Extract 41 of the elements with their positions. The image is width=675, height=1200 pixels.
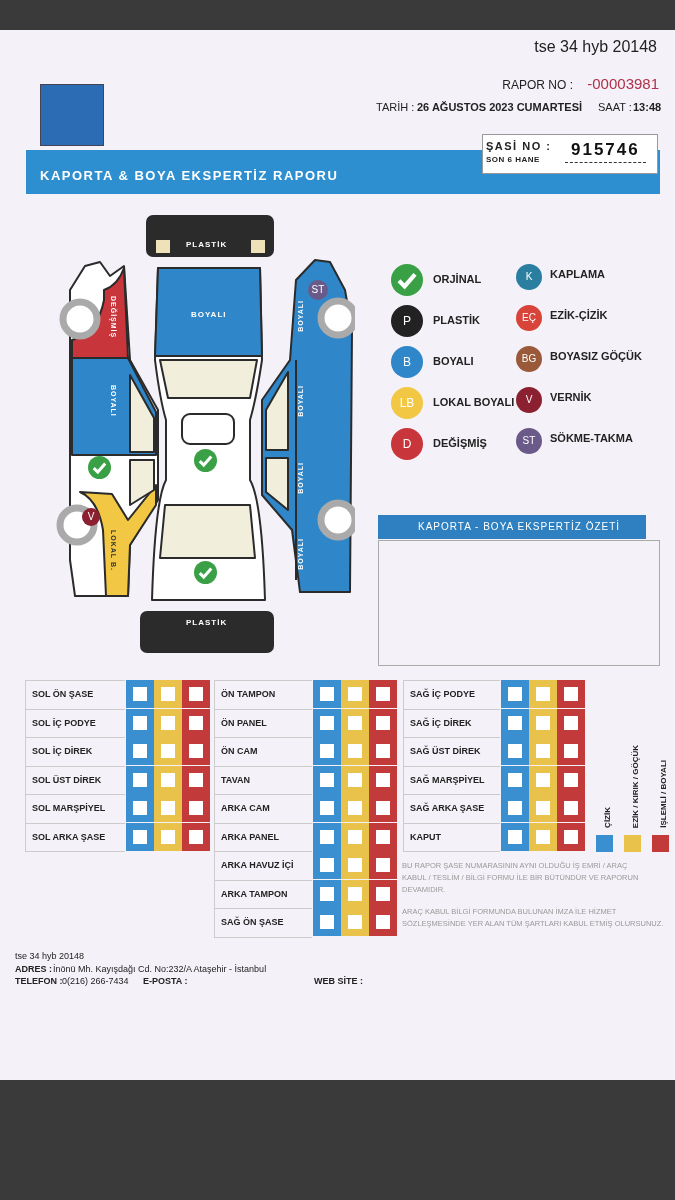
company-line: tse 34 hyb 20148 [15, 951, 85, 961]
legend-text: ORJİNAL [433, 273, 482, 285]
part-name: SOL ARKA ŞASE [25, 822, 125, 852]
address-text: İnönü Mh. Kayışdağı Cd. No:232/A Ataşehir - İstanbul [53, 964, 267, 974]
field-label: TARİH : [376, 101, 415, 113]
part-name: ÖN TAMPON [214, 680, 312, 710]
field-label: TELEFON : [15, 976, 63, 986]
field-label: SON 6 HANE [486, 155, 540, 164]
field-label: E-POSTA : [143, 976, 188, 986]
part-label: PLASTİK [186, 618, 228, 627]
field-label: RAPOR NO : [502, 78, 573, 92]
legend-text: BOYALI [433, 355, 474, 367]
column-heading: EZİK / KIRIK / GÖÇÜK [631, 744, 640, 828]
column-heading: İŞLEMLİ / BOYALI [659, 760, 668, 828]
legend-text: KAPLAMA [550, 268, 605, 280]
field-label: WEB SİTE : [314, 976, 363, 986]
part-label: BOYALI [191, 310, 227, 319]
legend-text: LOKAL BOYALI [433, 396, 515, 408]
legend-text: EZİK-ÇİZİK [550, 309, 608, 321]
part-name: KAPUT [403, 822, 500, 852]
phone-number: 0(216) 266-7434 [62, 976, 129, 986]
field-label: ADRES : [15, 964, 52, 974]
field-label: ŞASİ NO : [486, 140, 552, 152]
field-label: SAAT : [598, 101, 632, 113]
section-heading: KAPORTA - BOYA EKSPERTİZ ÖZETİ [418, 521, 621, 532]
legend-text: DEĞİŞMİŞ [433, 437, 487, 449]
part-label: PLASTİK [186, 240, 228, 249]
part-name: SOL ÖN ŞASE [25, 680, 125, 710]
report-number: -00003981 [587, 75, 659, 92]
legend-text: PLASTİK [433, 314, 481, 326]
time-value: 13:48 [633, 101, 662, 113]
legend-text: SÖKME-TAKMA [550, 432, 633, 444]
legend-text: BOYASIZ GÖÇÜK [550, 350, 642, 362]
legend-text: VERNİK [550, 391, 592, 403]
chassis-number: 915746 [565, 140, 646, 163]
report-title: KAPORTA & BOYA EKSPERTİZ RAPORU [40, 168, 339, 183]
part-name: SAĞ ÖN ŞASE [214, 908, 312, 938]
company-line: tse 34 hyb 20148 [534, 38, 657, 56]
column-heading: ÇİZİK [603, 807, 612, 828]
date-value: 26 AĞUSTOS 2023 CUMARTESİ [417, 101, 583, 113]
part-name: SAĞ İÇ PODYE [403, 680, 500, 710]
